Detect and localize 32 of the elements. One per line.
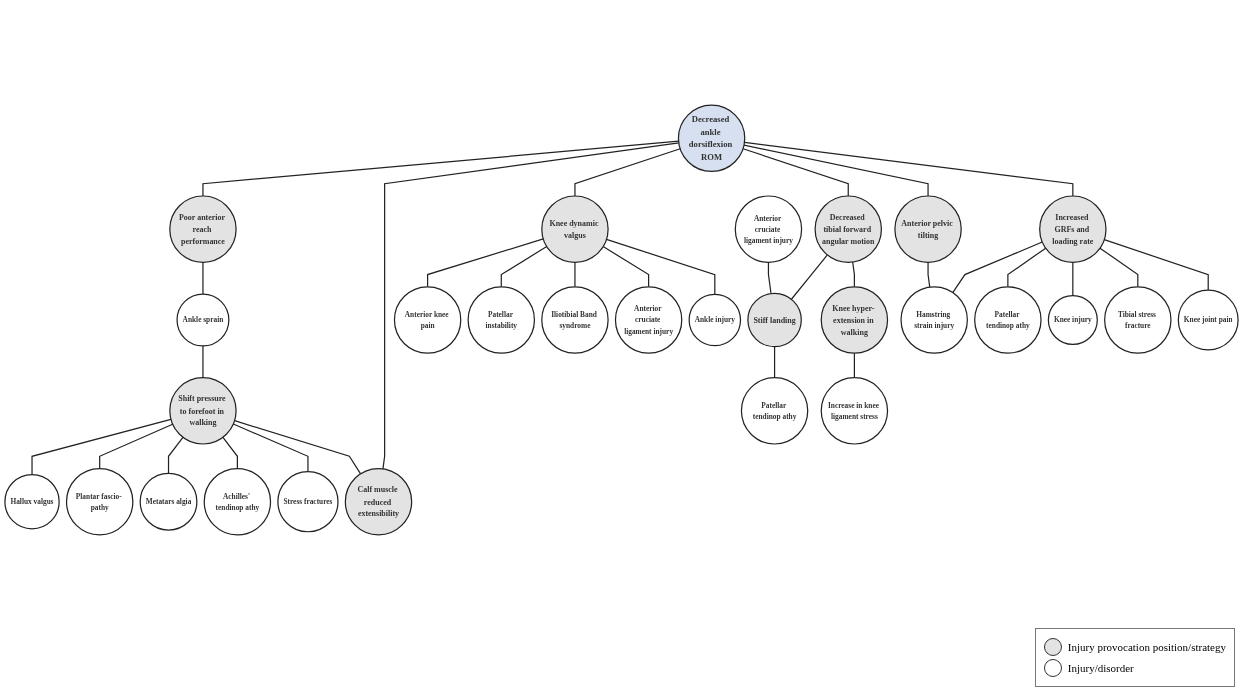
connector xyxy=(790,254,828,300)
connector xyxy=(1099,247,1139,288)
connector xyxy=(427,238,544,288)
connector xyxy=(1072,261,1074,297)
connector xyxy=(31,418,172,476)
connector xyxy=(202,345,204,379)
connector xyxy=(222,436,238,470)
connector xyxy=(605,238,716,295)
connector xyxy=(602,245,650,288)
legend-label: Injury provocation position/strategy xyxy=(1067,641,1226,653)
connector xyxy=(167,436,184,474)
connector xyxy=(952,241,1043,294)
connector xyxy=(1007,247,1047,288)
connector xyxy=(500,245,548,288)
connector xyxy=(773,346,776,379)
connector xyxy=(927,261,931,288)
legend-label: Injury/disorder xyxy=(1067,662,1134,674)
connector xyxy=(743,144,929,197)
connector xyxy=(574,148,681,197)
connector xyxy=(1103,239,1209,291)
connector xyxy=(202,140,680,197)
connector xyxy=(382,142,680,470)
connector xyxy=(852,261,855,288)
connector xyxy=(574,261,576,288)
connector xyxy=(853,352,855,379)
connector xyxy=(202,261,204,295)
connector xyxy=(742,148,849,197)
connector xyxy=(767,261,772,295)
node-circle: Decreased ankle dorsiflexion ROM xyxy=(677,104,746,173)
connector xyxy=(232,423,309,473)
connector xyxy=(743,141,1074,197)
connector xyxy=(234,420,362,475)
